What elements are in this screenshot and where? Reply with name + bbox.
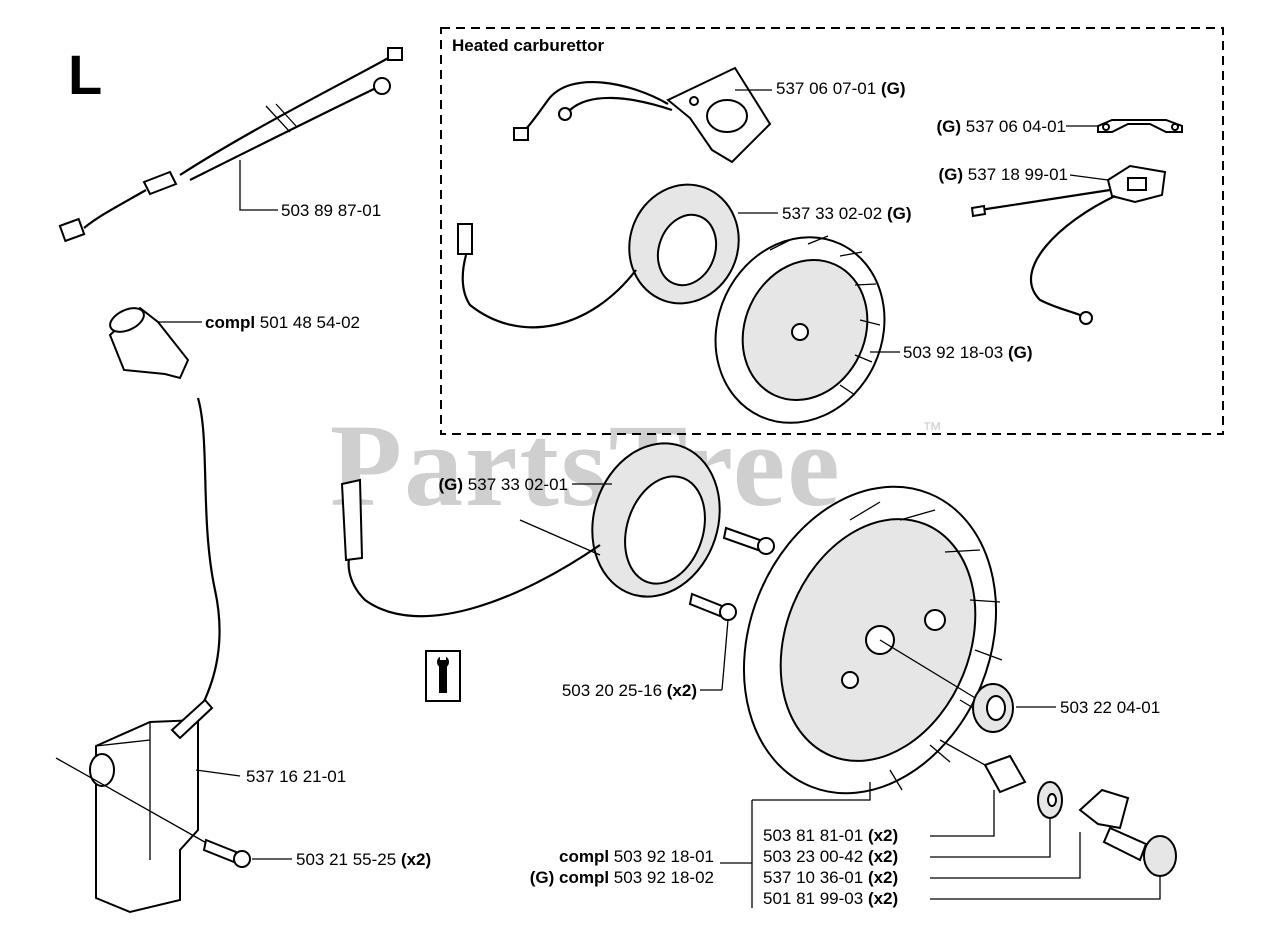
ignition-module-drawing — [55, 698, 214, 914]
small-flywheel-drawing — [714, 235, 886, 424]
leader-lines — [158, 89, 1161, 908]
inset-title: Heated carburettor — [452, 36, 604, 55]
label-501-48-54-02: compl 501 48 54-02 — [205, 313, 360, 332]
starter-pawl-parts-drawing — [939, 739, 1177, 877]
label-537-06-04-01: (G) 537 06 04-01 — [937, 117, 1066, 136]
service-note-icon — [425, 650, 461, 702]
watermark-tm: ™ — [922, 419, 942, 441]
label-503-89-87-01: 503 89 87-01 — [281, 201, 381, 220]
label-537-33-02-01: (G) 537 33 02-01 — [439, 475, 568, 494]
spark-plug-cap-drawing — [108, 306, 221, 711]
flywheel-nut-drawing — [972, 683, 1014, 733]
module-screw-drawing — [202, 838, 251, 868]
label-537-10-36-01: 537 10 36-01 (x2) — [763, 868, 898, 887]
section-letter: L — [68, 43, 102, 106]
label-503-20-25-16: 503 20 25-16 (x2) — [562, 681, 697, 700]
main-flywheel-drawing — [742, 485, 1003, 795]
label-503-92-18-01: compl 503 92 18-01 — [559, 847, 714, 866]
small-coil-drawing — [457, 183, 740, 329]
label-537-06-07-01: 537 06 07-01 (G) — [776, 79, 905, 98]
heating-plate-drawing — [513, 66, 772, 164]
watermark: PartsTree — [330, 400, 842, 531]
label-503-92-18-02: (G) compl 503 92 18-02 — [530, 868, 714, 887]
label-537-33-02-02: 537 33 02-02 (G) — [782, 204, 911, 223]
label-503-23-00-42: 503 23 00-42 (x2) — [763, 847, 898, 866]
cable-drawing — [58, 47, 403, 243]
bracket-drawing — [1097, 119, 1183, 133]
thermostat-drawing — [970, 164, 1167, 325]
label-501-81-99-03: 501 81 99-03 (x2) — [763, 889, 898, 908]
heated-carburettor-box — [440, 27, 1224, 435]
label-503-81-81-01: 503 81 81-01 (x2) — [763, 826, 898, 845]
coil-screws-drawing — [688, 526, 775, 691]
label-537-16-21-01: 537 16 21-01 — [246, 767, 346, 786]
label-503-22-04-01: 503 22 04-01 — [1060, 698, 1160, 717]
main-coil-drawing — [340, 442, 721, 618]
label-537-18-99-01: (G) 537 18 99-01 — [939, 165, 1068, 184]
label-503-92-18-03: 503 92 18-03 (G) — [903, 343, 1032, 362]
label-503-21-55-25: 503 21 55-25 (x2) — [296, 850, 431, 869]
